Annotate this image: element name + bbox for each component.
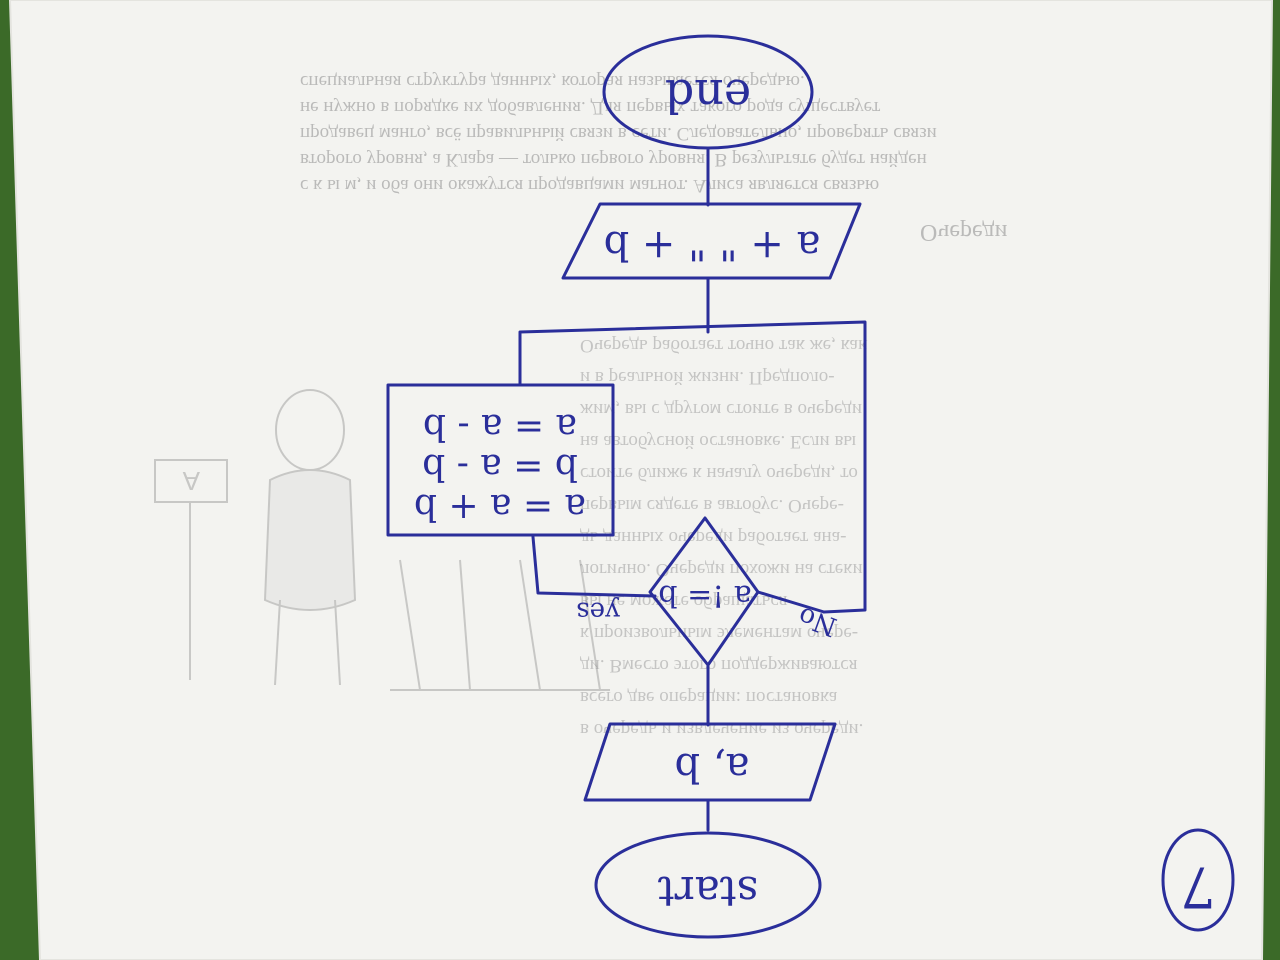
input-label: a, b — [675, 744, 750, 790]
process-line-3: a = a - b — [423, 406, 577, 447]
input-parallelogram — [583, 722, 837, 802]
back-text-line: специальная структура данных, которая на… — [300, 71, 805, 92]
side-text-line: на автобусной остановке. Если вы — [580, 431, 856, 452]
side-text-line: Очередь работает точно так же, как — [580, 335, 868, 356]
side-text-line: стоите ближе к началу очереди, то — [580, 463, 858, 484]
person-body — [263, 469, 357, 611]
loop-back-line — [518, 320, 867, 614]
bus-stop-sign-letter: A — [182, 466, 200, 496]
person-legs — [274, 599, 341, 686]
back-illustration: A — [154, 389, 610, 691]
output-parallelogram — [561, 202, 862, 280]
person-head — [275, 389, 345, 471]
back-text-line: не нужно в порядке их добавления. Для пе… — [300, 97, 881, 118]
paper-sheet — [10, 0, 1272, 960]
back-page-text: с к ы м, и оба они окажутся продавцами м… — [300, 71, 1008, 245]
flowchart — [386, 34, 1235, 939]
paper-edge — [8, 0, 1274, 960]
back-text-line: с к ы м, и оба они окажутся продавцами м… — [300, 175, 879, 196]
back-text-line: продавец манго, всё правильный связи в с… — [300, 123, 937, 144]
back-text-line: второго уровня, а Клара — только первого… — [300, 149, 927, 170]
side-text-line: жим, вы с другом стоите в очереди — [579, 399, 862, 420]
process-line-1: a = a + b — [414, 486, 586, 527]
decision-label: a != b — [658, 578, 751, 613]
side-text-line: в очередь и извлечение из очереди. — [580, 719, 863, 740]
side-text-line: и в реальной жизни. Предполо- — [580, 367, 835, 388]
side-text-line: к произвольным элементам очере- — [580, 623, 858, 644]
start-terminator — [594, 831, 822, 939]
connector-no-branch — [756, 590, 826, 614]
side-text-line: ди. Вместо этого поддерживаются — [580, 655, 858, 676]
side-text-line: дь данных очереди работает ана- — [580, 527, 846, 548]
end-terminator — [602, 34, 814, 150]
start-label: start — [658, 867, 759, 916]
page-number: 7 — [1180, 854, 1216, 919]
side-text-line: первым сядете в автобус. Очере- — [580, 495, 844, 516]
page-number-circle — [1161, 828, 1235, 932]
back-heading: Очереди — [920, 219, 1008, 245]
other-people — [399, 559, 601, 691]
connector-yes-branch — [531, 535, 657, 598]
output-label: a + " " + b — [604, 222, 821, 268]
process-box — [386, 383, 615, 537]
bus-stop-sign — [154, 459, 228, 503]
yes-label: yes — [576, 596, 620, 626]
side-text-line: логично. Очереди похожи на стеки: — [580, 559, 868, 580]
process-line-2: b = a - b — [422, 446, 578, 487]
end-label: end — [665, 69, 751, 123]
